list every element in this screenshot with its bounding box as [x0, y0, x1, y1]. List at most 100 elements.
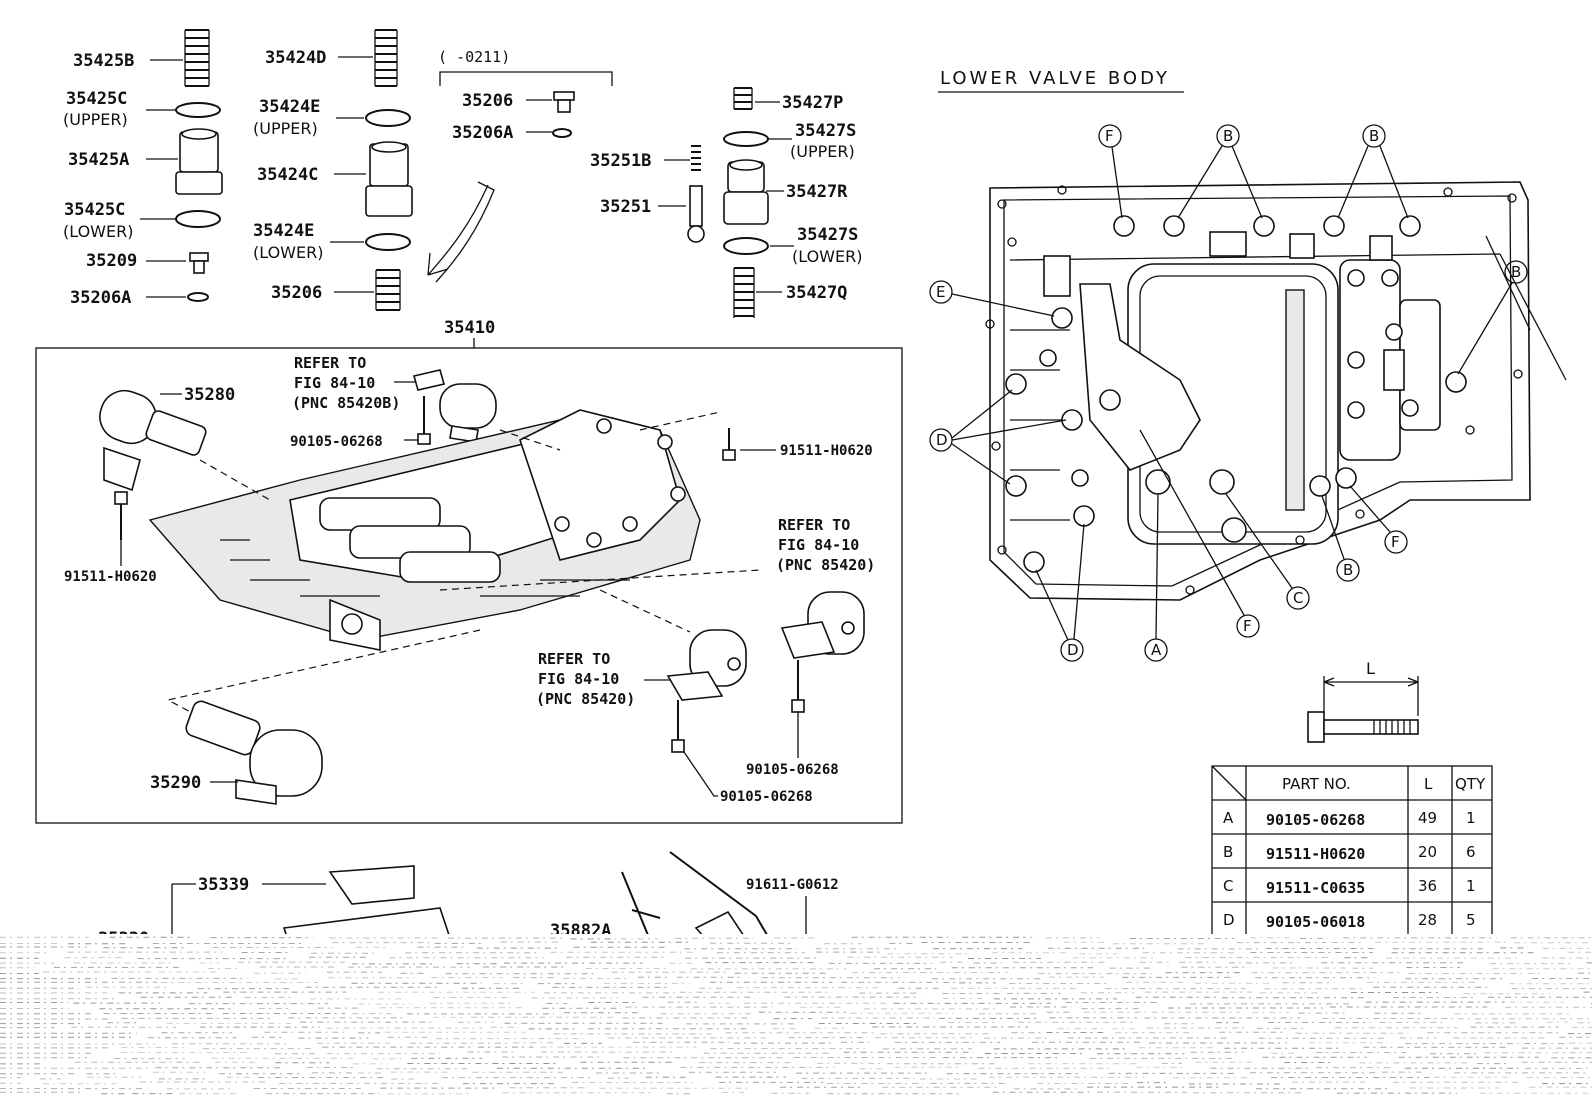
bolt-table: PART NO. L QTY A 90105-06268 49 1 B 9151… — [1211, 765, 1493, 937]
label-upper-3: (UPPER) — [790, 142, 855, 161]
label-35424E-upper: 35424E — [259, 97, 320, 117]
callout-B-bottom: B — [1321, 495, 1360, 582]
clip-35206A-1 — [187, 292, 209, 302]
refer-note-2-line3: (PNC 85420) — [776, 556, 875, 574]
spring-35251B — [691, 145, 701, 171]
solenoid-35280 — [99, 389, 207, 492]
label-35251B: 35251B — [590, 151, 651, 171]
valve-body-casting — [148, 409, 701, 651]
refer-note-1-line1: REFER TO — [294, 354, 366, 372]
label-90105-06268-right: 90105-06268 — [746, 762, 839, 778]
dimension-L: L — [1366, 659, 1375, 678]
callout-E: E — [929, 280, 1055, 317]
table-row-part-no: 91511-C0635 — [1266, 879, 1365, 897]
solenoid-35290 — [185, 700, 323, 805]
valve-body-assembly: 35410 35280 91511-H0620 REFER TO FIG 84-… — [35, 318, 903, 824]
label-35425A: 35425A — [68, 150, 129, 170]
table-header-part-no: PART NO. — [1282, 775, 1351, 793]
bolt-length-illustration: L — [1307, 659, 1419, 743]
refer-note-2-line1: REFER TO — [778, 516, 850, 534]
table-header-l: L — [1424, 775, 1433, 793]
svg-text:F: F — [1105, 127, 1114, 145]
spring-35427Q — [733, 267, 755, 318]
plug-35209 — [189, 252, 209, 274]
table-row-qty: 5 — [1466, 911, 1476, 929]
label-90105-06268-center: 90105-06268 — [720, 789, 813, 805]
callout-F-right: F — [1349, 485, 1408, 554]
svg-text:D: D — [1067, 641, 1079, 659]
table-row-l: 36 — [1418, 877, 1437, 895]
bolt-90105-06268-top — [417, 396, 431, 445]
gasket-35339 — [328, 865, 415, 905]
table-row-part-no: 90105-06268 — [1266, 811, 1365, 829]
label-35424C: 35424C — [257, 165, 318, 185]
table-header-qty: QTY — [1455, 775, 1486, 793]
callout-B-right: B — [1457, 260, 1528, 375]
bolt-90105-06268-right — [791, 660, 805, 713]
label-35427S-lower: 35427S — [797, 225, 858, 245]
svg-text:B: B — [1343, 561, 1353, 579]
callout-F-bottom: F — [1139, 429, 1260, 638]
sleeve-35427R — [723, 159, 769, 225]
svg-text:F: F — [1243, 617, 1252, 635]
table-row-qty: 1 — [1466, 809, 1476, 827]
label-35206A-1: 35206A — [70, 288, 131, 308]
refer-note-3-line2: FIG 84-10 — [538, 670, 619, 688]
table-row-l: 20 — [1418, 843, 1437, 861]
oring-35427S-upper — [723, 131, 769, 147]
oring-35424E-lower — [365, 233, 411, 251]
label-upper-2: (UPPER) — [253, 119, 318, 138]
label-91611-G0612: 91611-G0612 — [746, 877, 839, 893]
refer-note-3-line3: (PNC 85420) — [536, 690, 635, 708]
label-35251: 35251 — [600, 197, 651, 217]
svg-text:A: A — [1151, 641, 1162, 659]
callout-C: C — [1225, 493, 1310, 610]
spring-35424D — [374, 29, 398, 87]
label-35290: 35290 — [150, 773, 201, 793]
callout-B-top-2: B — [1337, 124, 1409, 219]
label-35427P: 35427P — [782, 93, 843, 113]
label-35427R: 35427R — [786, 182, 848, 202]
svg-text:B: B — [1369, 127, 1379, 145]
bolt-90105-06268-center — [671, 700, 685, 753]
assembly-label: 35410 — [444, 318, 495, 338]
label-35209: 35209 — [86, 251, 137, 271]
svg-text:F: F — [1391, 533, 1400, 551]
lower-valve-body: LOWER VALVE BODY — [929, 68, 1567, 662]
callout-F-top: F — [1098, 124, 1123, 219]
table-row-l: 49 — [1418, 809, 1437, 827]
table-row-part-no: 90105-06018 — [1266, 913, 1365, 931]
label-35280: 35280 — [184, 385, 235, 405]
bracket-note: ( -0211) — [438, 48, 510, 66]
svg-text:C: C — [1293, 589, 1303, 607]
table-row-l: 28 — [1418, 911, 1437, 929]
label-35427Q: 35427Q — [786, 283, 847, 303]
label-35206A-2: 35206A — [452, 123, 513, 143]
spring-35425B — [184, 29, 210, 87]
oring-35425C-upper — [175, 102, 221, 118]
refer-note-1-line2: FIG 84-10 — [294, 374, 375, 392]
label-35424D: 35424D — [265, 48, 326, 68]
table-row-key: C — [1223, 877, 1233, 895]
label-35427S-upper: 35427S — [795, 121, 856, 141]
label-lower-1: (LOWER) — [63, 222, 133, 241]
upper-parts-group: 35425B 35425C (UPPER) 35425A 35425C (LOW… — [63, 29, 862, 318]
table-row-qty: 6 — [1466, 843, 1476, 861]
oring-35427S-lower — [723, 237, 769, 255]
tube-35882A — [621, 871, 661, 941]
table-row-qty: 1 — [1466, 877, 1476, 895]
svg-text:B: B — [1511, 263, 1521, 281]
oring-35424E-upper — [365, 109, 411, 127]
label-35339: 35339 — [198, 875, 249, 895]
refer-note-2-line2: FIG 84-10 — [778, 536, 859, 554]
bolt-heads — [1005, 215, 1467, 573]
sleeve-35424C — [365, 141, 413, 217]
spring-35427P — [733, 87, 753, 110]
label-35425B: 35425B — [73, 51, 134, 71]
assembly-frame — [35, 347, 903, 824]
plug-35206 — [553, 91, 575, 113]
refer-note-3-line1: REFER TO — [538, 650, 610, 668]
lower-valve-body-title: LOWER VALVE BODY — [940, 68, 1170, 89]
bracket-line — [439, 71, 613, 86]
